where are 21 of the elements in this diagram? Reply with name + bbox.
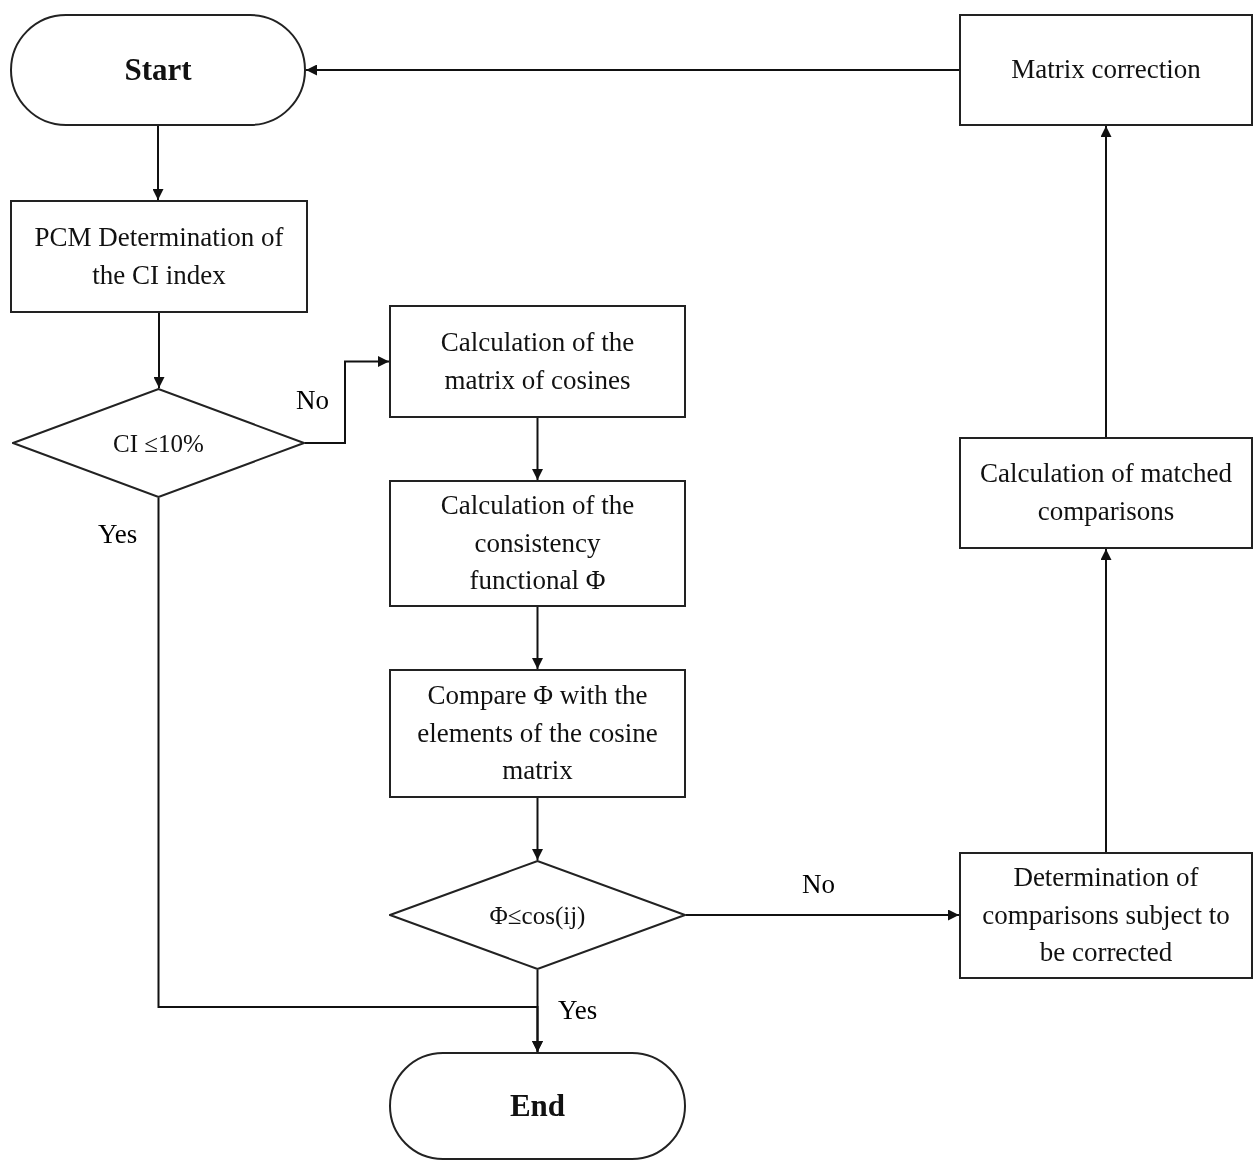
- terminal-box: Start: [10, 14, 306, 126]
- arrow: [157, 497, 543, 1053]
- process-box: Determination of comparisons subject to be corrected: [959, 852, 1253, 979]
- arrow: [532, 417, 543, 481]
- process-box: Calculation of matched comparisons: [959, 437, 1253, 549]
- process-box: PCM Determination of the CI index: [10, 200, 308, 313]
- decision-diamond: Φ≤cos(ij): [389, 860, 686, 970]
- arrow: [532, 606, 543, 670]
- arrow: [305, 64, 960, 76]
- process-box: Compare Φ with the elements of the cosine matrix: [389, 669, 686, 798]
- arrow: [153, 312, 165, 389]
- arrow: [1100, 548, 1112, 853]
- process-box: Calculation of the matrix of cosines: [389, 305, 686, 418]
- arrow: [152, 125, 164, 201]
- arrow: [1100, 125, 1112, 438]
- arrow: [685, 909, 960, 921]
- terminal-box: End: [389, 1052, 686, 1160]
- arrow: [304, 356, 390, 444]
- process-box: Matrix correction: [959, 14, 1253, 126]
- process-box: Calculation of the consistency functional Φ: [389, 480, 686, 607]
- arrow: [532, 797, 543, 861]
